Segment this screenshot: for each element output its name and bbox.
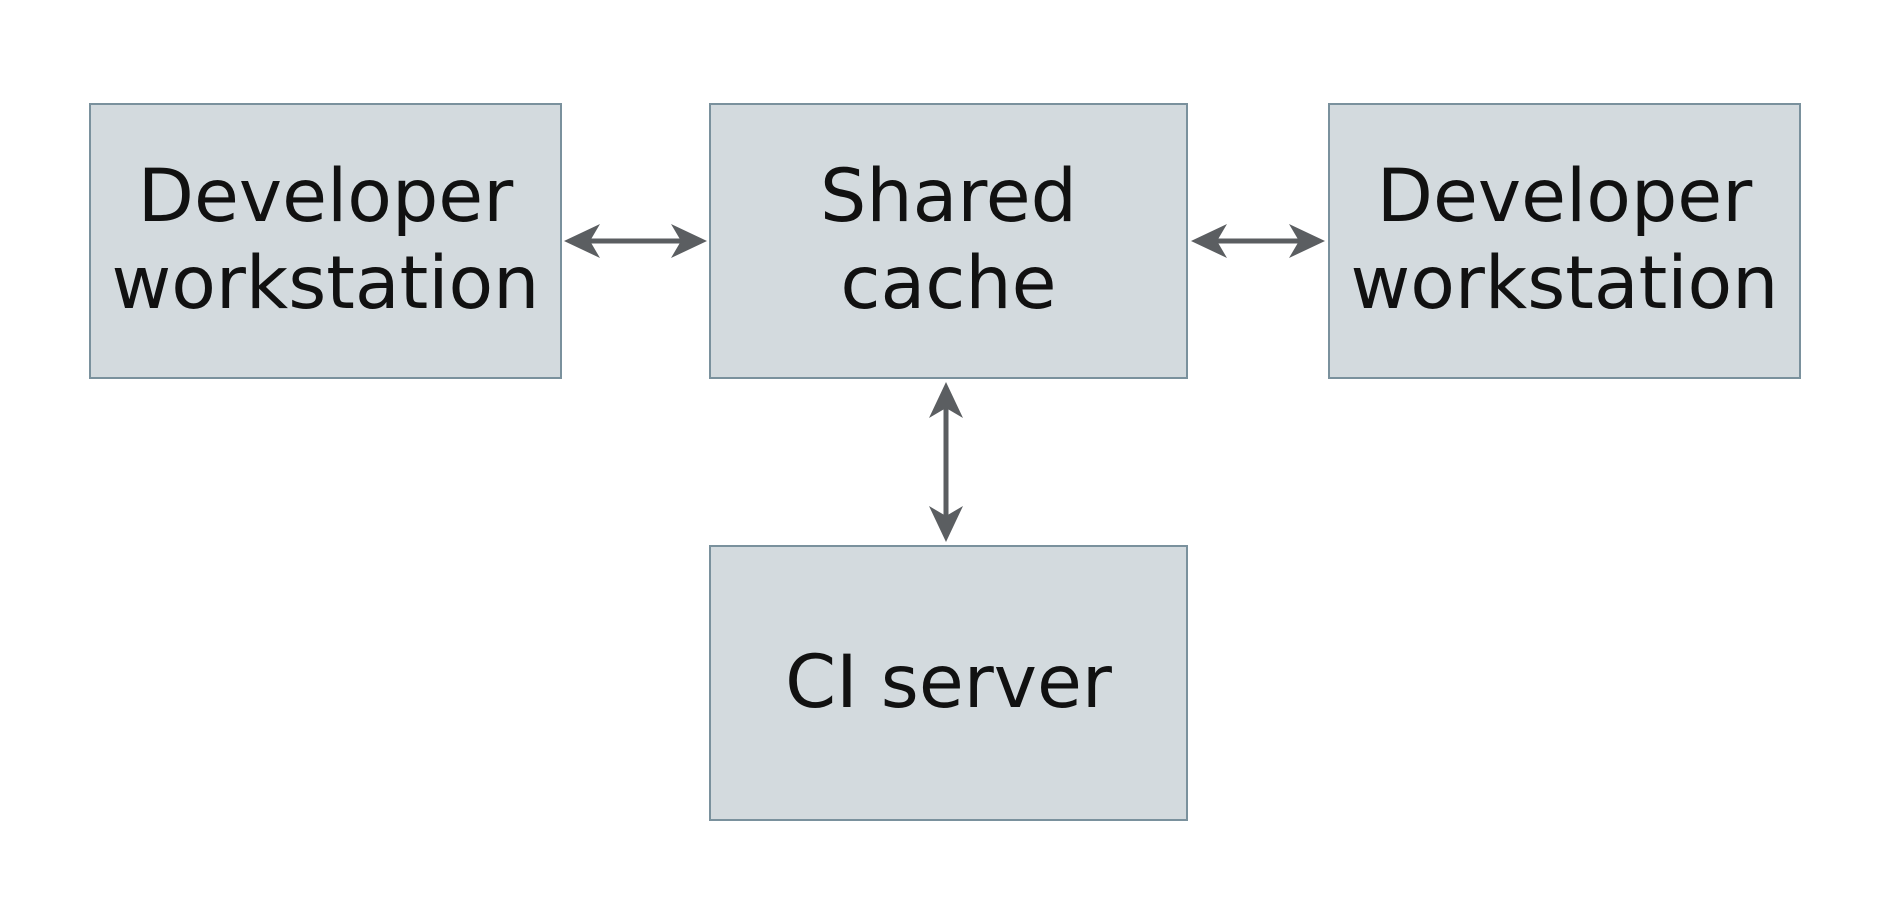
arrowhead-left-icon — [1191, 224, 1227, 258]
arrowhead-down-icon — [929, 506, 963, 542]
edge-shared-cache-right-workstation — [1191, 224, 1325, 258]
arrowhead-right-icon — [671, 224, 707, 258]
node-label-line: workstation — [1350, 241, 1779, 326]
node-label-line: CI server — [785, 639, 1112, 725]
node-label-line: cache — [840, 241, 1057, 326]
edge-shared-cache-ci-server — [929, 382, 963, 542]
arrowhead-up-icon — [929, 382, 963, 418]
node-shared-cache: Shared cache — [709, 103, 1188, 379]
node-developer-workstation-right: Developer workstation — [1328, 103, 1801, 379]
node-developer-workstation-left: Developer workstation — [89, 103, 562, 379]
edge-left-workstation-shared-cache — [564, 224, 707, 258]
node-label-line: Developer — [137, 154, 514, 240]
node-label-line: Shared — [820, 154, 1077, 240]
arrowhead-left-icon — [564, 224, 600, 258]
arrowhead-right-icon — [1289, 224, 1325, 258]
node-ci-server: CI server — [709, 545, 1188, 821]
node-label-line: Developer — [1376, 154, 1753, 240]
node-label-line: workstation — [111, 241, 540, 326]
